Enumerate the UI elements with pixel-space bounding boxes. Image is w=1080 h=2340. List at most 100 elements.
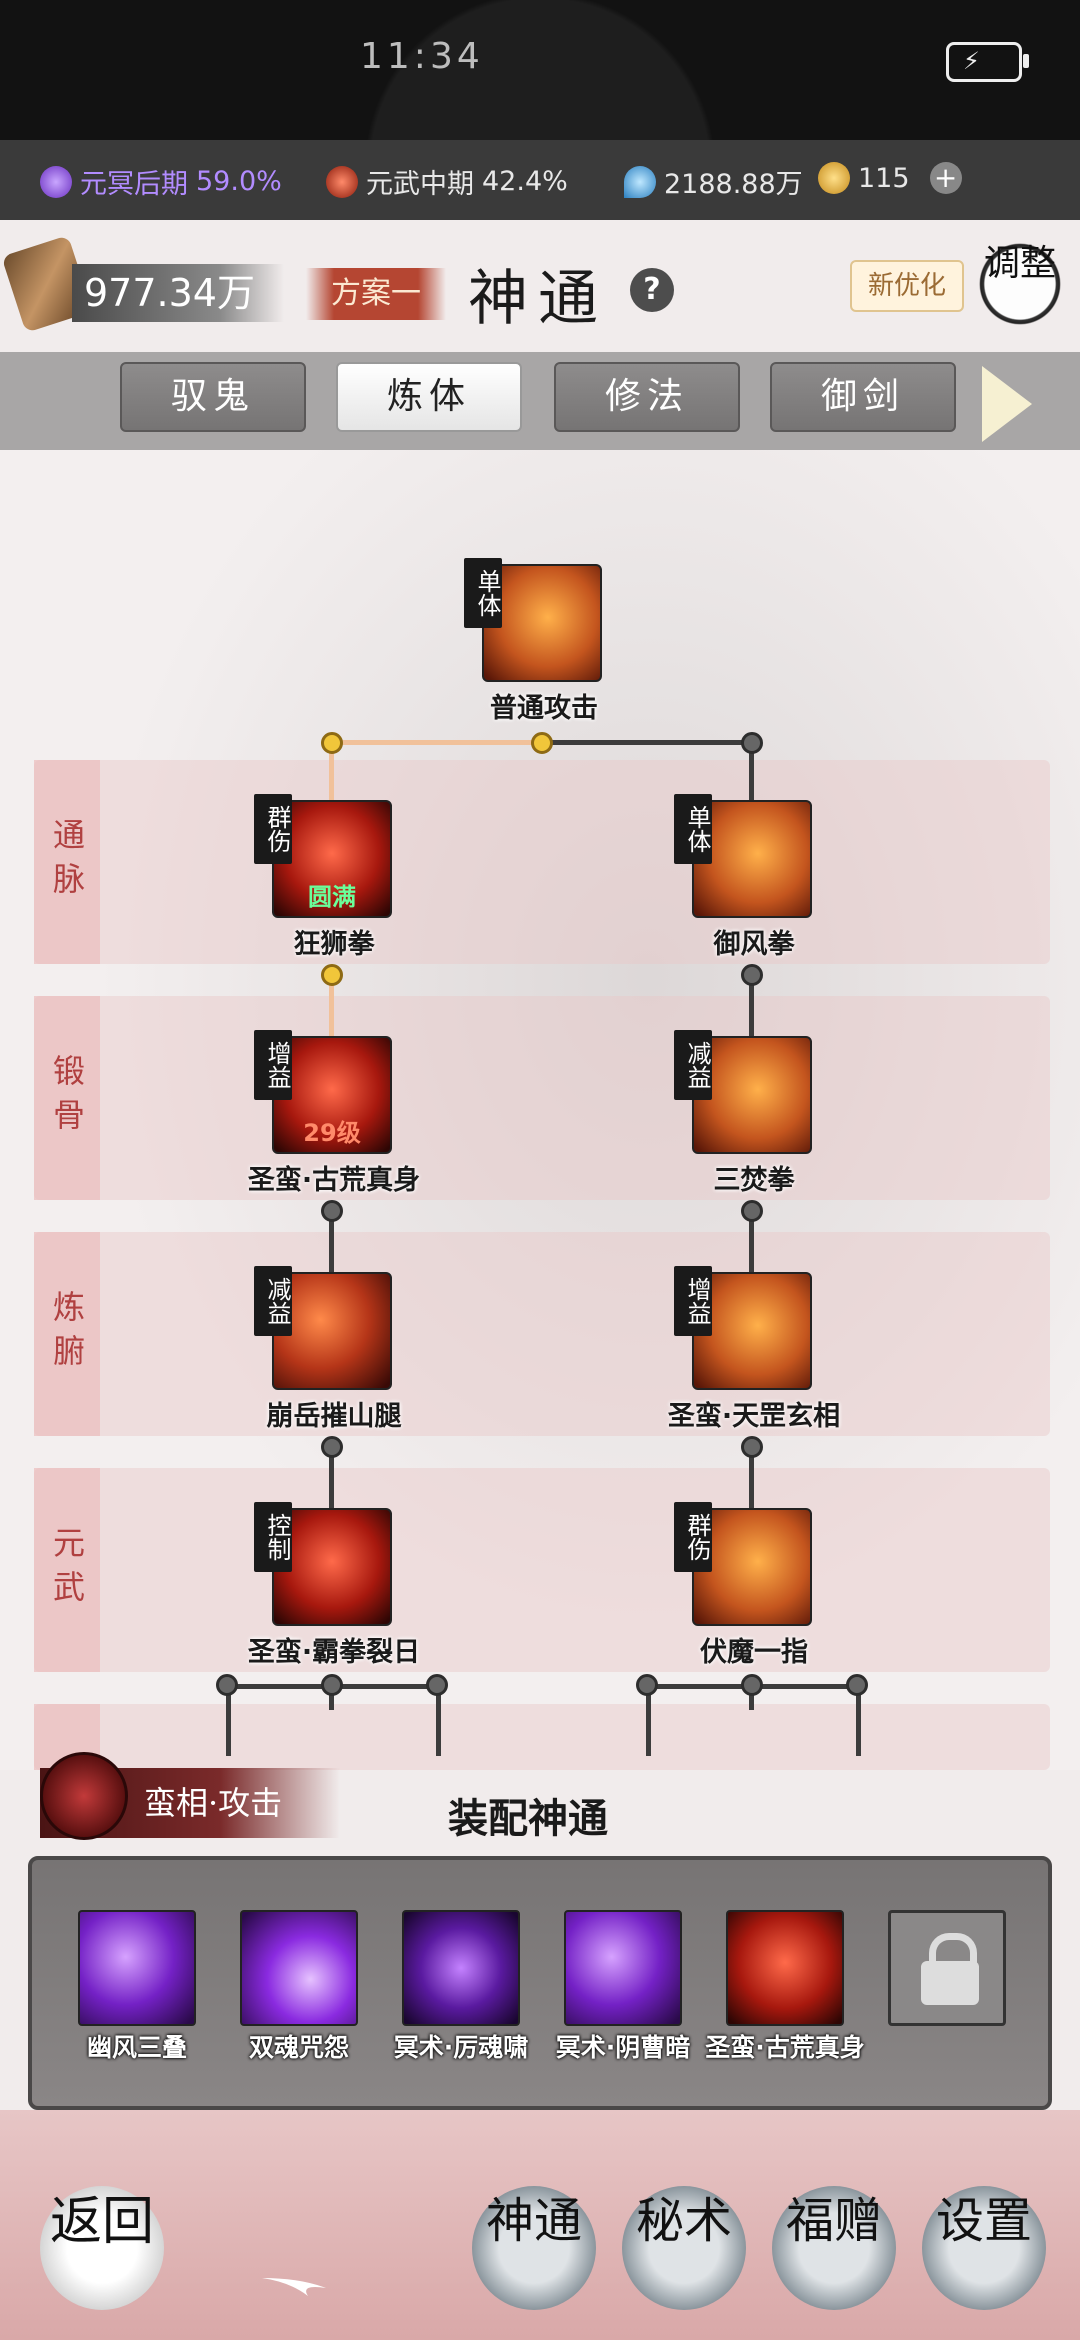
tree-node xyxy=(216,1674,238,1696)
skill-right-1[interactable]: 单体 御风拳 xyxy=(674,794,816,960)
skill-root[interactable]: 单体 普通攻击 xyxy=(464,558,606,724)
clock: 11:34 xyxy=(360,36,484,77)
tier-row: 锻骨 xyxy=(34,996,1050,1200)
skill-type-badge: 减益 xyxy=(674,1030,712,1100)
equip-section-title: 装配神通 xyxy=(448,1796,608,1842)
equipped-skill-name: 幽风三叠 xyxy=(86,2033,187,2062)
tier-label: 炼腑 xyxy=(34,1232,100,1436)
token-count: 115 + xyxy=(818,162,962,194)
tree-node xyxy=(321,732,343,754)
wealth-value: 977.34万 xyxy=(72,264,284,322)
lock-icon xyxy=(888,1910,1006,2026)
realm-icon xyxy=(40,165,72,198)
resource-bar: 元冥后期 59.0% 元武中期 42.4% 2188.88万 115 + xyxy=(0,140,1080,220)
nav-fuzeng-button[interactable]: 福赠 xyxy=(772,2186,896,2310)
skill-name: 伏魔一指 xyxy=(700,1637,808,1668)
tree-link xyxy=(329,1444,334,1542)
skill-name: 圣蛮·天罡玄相 xyxy=(667,1401,841,1432)
tab-xiufa[interactable]: 修法 xyxy=(554,362,740,432)
tier-row xyxy=(34,1704,1050,1770)
warrior-aura-icon xyxy=(726,1910,844,2026)
spirit-stone-count: 2188.88万 xyxy=(624,162,803,201)
tree-node xyxy=(741,1200,763,1222)
tab-lianti[interactable]: 炼体 xyxy=(336,362,522,432)
skill-left-1[interactable]: 群伤圆满 狂狮拳 xyxy=(254,794,396,960)
equipped-skill-3[interactable]: 冥术·厉魂啸 xyxy=(394,1910,528,2062)
skill-type-badge: 群伤 xyxy=(674,1502,712,1572)
tree-node xyxy=(321,1436,343,1458)
help-icon[interactable]: ? xyxy=(630,268,674,312)
header: 977.34万 方案一 神通 ? 新优化 调整 xyxy=(0,220,1080,352)
tree-link xyxy=(749,1208,754,1306)
adjust-button[interactable]: 调整 xyxy=(978,236,1062,332)
tree-link xyxy=(749,742,754,834)
tier-label: 锻骨 xyxy=(34,996,100,1200)
equipped-skill-4[interactable]: 冥术·阴曹暗 xyxy=(556,1910,690,2062)
skill-level-label: 圆满 xyxy=(308,883,356,911)
skill-level-label: 29级 xyxy=(303,1119,361,1147)
tree-node xyxy=(741,964,763,986)
new-optimization-button[interactable]: 新优化 xyxy=(850,260,964,312)
equipped-skill-5[interactable]: 圣蛮·古荒真身 xyxy=(705,1910,865,2062)
equipped-skill-2[interactable]: 双魂咒怨 xyxy=(240,1910,358,2062)
add-icon[interactable]: + xyxy=(929,162,962,194)
status-bar: 11:34 ⚡ xyxy=(0,0,1080,140)
equipped-skill-1[interactable]: 幽风三叠 xyxy=(78,1910,196,2062)
tier-row: 通脉 xyxy=(34,760,1050,964)
tier-label: 元武 xyxy=(34,1468,100,1672)
back-button[interactable]: 返回 xyxy=(40,2186,164,2310)
tree-link xyxy=(749,970,754,1070)
tree-link xyxy=(856,1686,861,1756)
skill-left-3[interactable]: 减益 崩岳摧山腿 xyxy=(254,1266,402,1432)
tree-node xyxy=(741,1436,763,1458)
skill-name: 圣蛮·霸拳裂日 xyxy=(247,1637,421,1668)
coin-icon xyxy=(818,162,850,194)
skill-type-badge: 控制 xyxy=(254,1502,292,1572)
underworld-icon xyxy=(564,1910,682,2026)
equipped-skill-name: 冥术·阴曹暗 xyxy=(555,2033,691,2062)
nav-settings-button[interactable]: 设置 xyxy=(922,2186,1046,2310)
skill-right-4[interactable]: 群伤 伏魔一指 xyxy=(674,1502,816,1668)
realm-progress-1: 元冥后期 59.0% xyxy=(40,162,282,201)
lion-claw-icon: 群伤圆满 xyxy=(254,794,392,918)
equip-slot-locked[interactable] xyxy=(888,1910,1006,2026)
equipped-skill-name: 冥术·厉魂啸 xyxy=(393,2033,529,2062)
nav-shentong-button[interactable]: 神通 xyxy=(472,2186,596,2310)
nav-mishu-button[interactable]: 秘术 xyxy=(622,2186,746,2310)
skill-right-2[interactable]: 减益 三焚拳 xyxy=(674,1030,816,1196)
skill-right-3[interactable]: 增益 圣蛮·天罡玄相 xyxy=(668,1266,840,1432)
tree-link xyxy=(329,970,334,1070)
tree-link xyxy=(226,1686,231,1756)
tree-node xyxy=(636,1674,658,1696)
skill-name: 三焚拳 xyxy=(713,1165,795,1196)
tree-link xyxy=(332,740,542,745)
tree-link xyxy=(646,1686,651,1756)
skill-type-badge: 增益 xyxy=(254,1030,292,1100)
tab-next-arrow-icon[interactable] xyxy=(982,366,1032,442)
skill-type-badge: 增益 xyxy=(674,1266,712,1336)
meditation-aura-icon: 增益 xyxy=(674,1266,812,1390)
realm-progress-2: 元武中期 42.4% xyxy=(326,162,568,201)
battery-icon: ⚡ xyxy=(946,42,1029,82)
tree-node xyxy=(321,964,343,986)
skill-type-badge: 减益 xyxy=(254,1266,292,1336)
flame-fist-icon: 减益 xyxy=(674,1030,812,1154)
tree-link xyxy=(749,1444,754,1542)
demon-face-icon xyxy=(40,1752,128,1840)
wind-fist-icon: 单体 xyxy=(674,794,812,918)
plan-selector[interactable]: 方案一 xyxy=(306,268,446,320)
tree-node xyxy=(846,1674,868,1696)
skill-left-4[interactable]: 控制 圣蛮·霸拳裂日 xyxy=(248,1502,420,1668)
tier-row: 炼腑 xyxy=(34,1232,1050,1436)
equipped-skill-name: 圣蛮·古荒真身 xyxy=(705,2033,865,2062)
tree-node xyxy=(741,732,763,754)
tree-node xyxy=(531,732,553,754)
tab-yugui[interactable]: 驭鬼 xyxy=(120,362,306,432)
tab-yujian[interactable]: 御剑 xyxy=(770,362,956,432)
tree-link xyxy=(436,1686,441,1756)
spirit-crystal-icon xyxy=(624,165,656,198)
demon-soul-icon xyxy=(402,1910,520,2026)
equipped-skill-name: 双魂咒怨 xyxy=(248,2033,349,2062)
tree-node xyxy=(426,1674,448,1696)
